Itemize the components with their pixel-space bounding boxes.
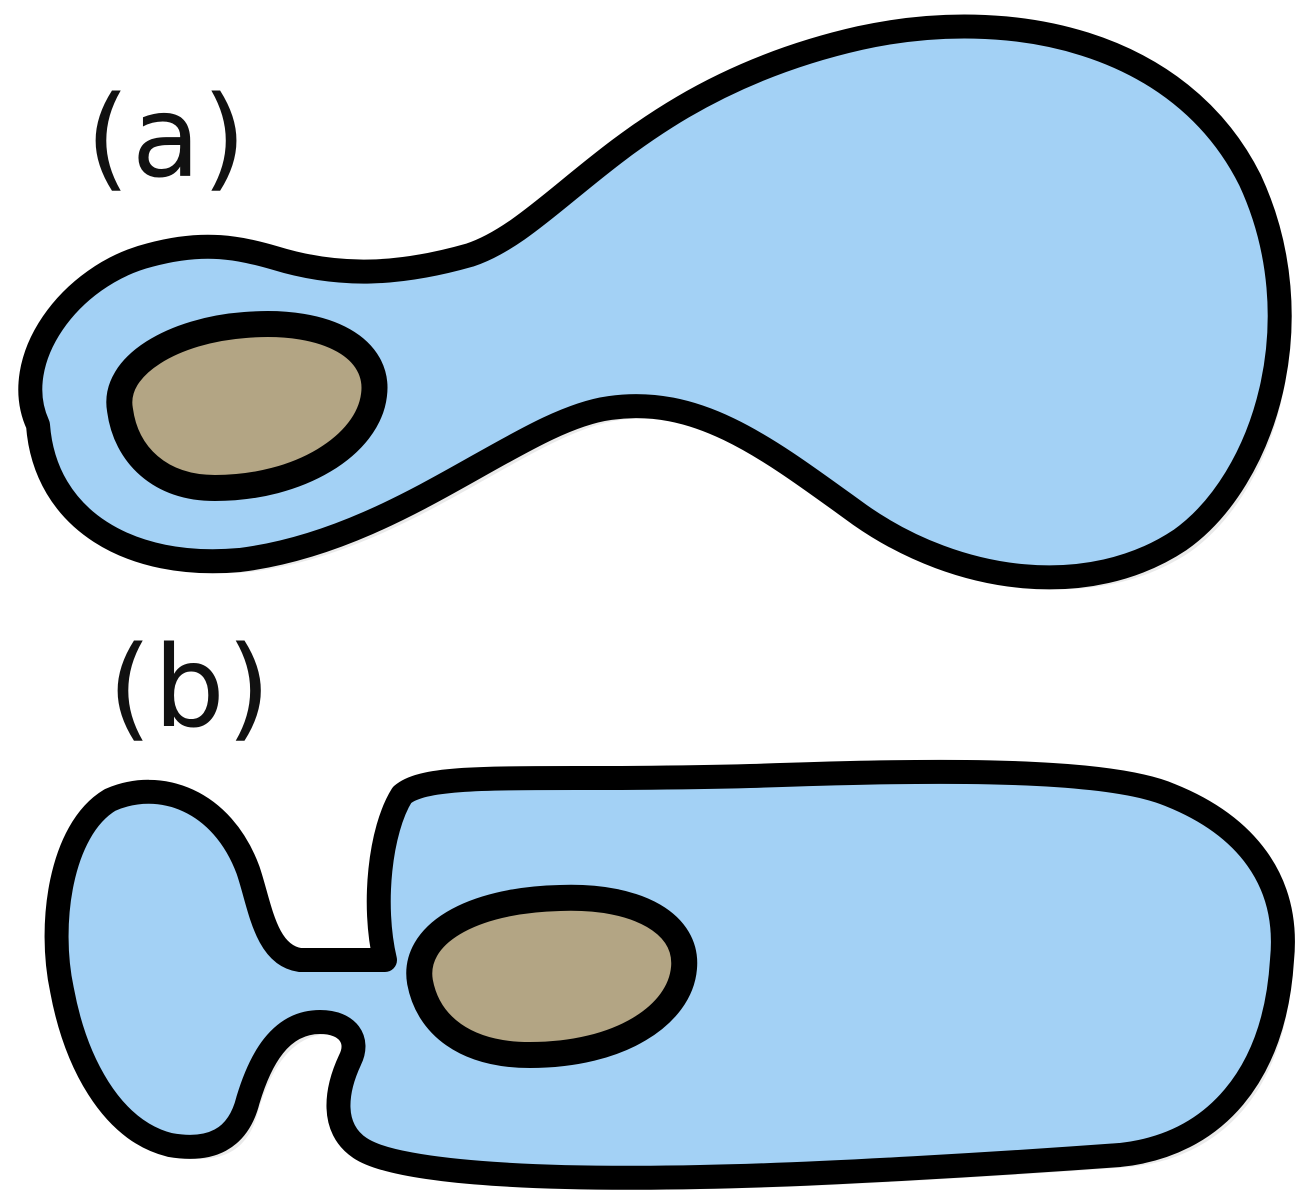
panel-a-label: (a) <box>86 82 248 194</box>
nucleus-b <box>419 898 684 1055</box>
panel-b <box>57 772 1293 1190</box>
nucleus-a <box>119 324 374 488</box>
panel-b-label: (b) <box>108 632 272 744</box>
